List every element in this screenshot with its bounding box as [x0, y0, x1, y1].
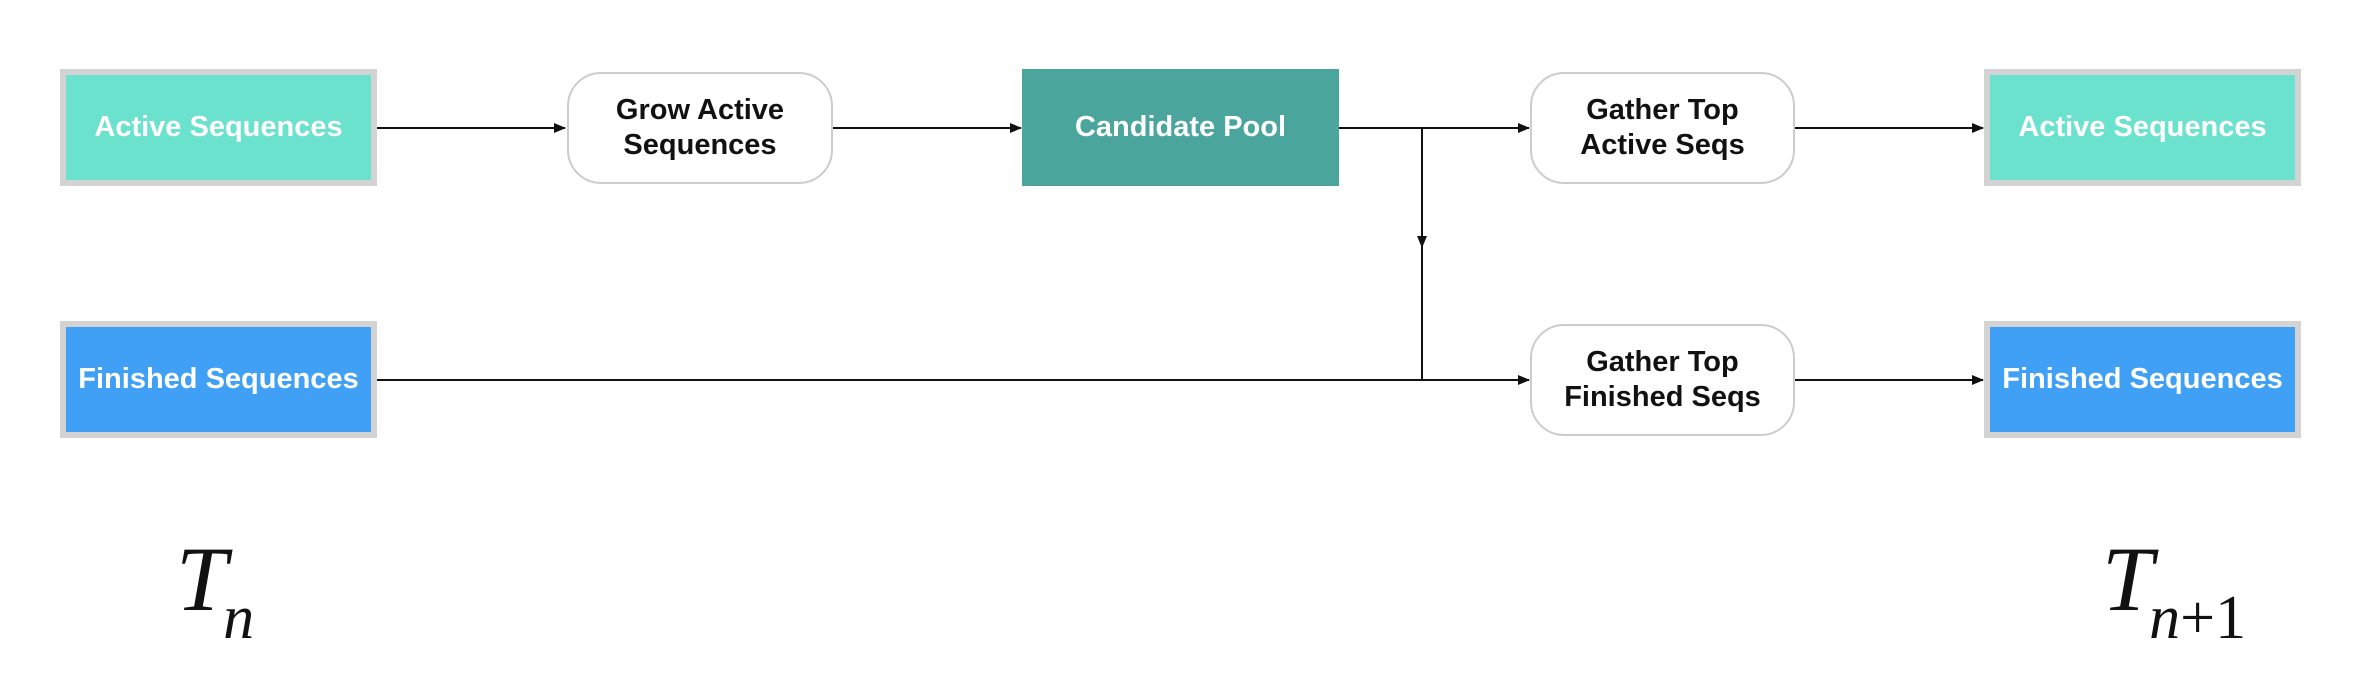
active-sequences-input: Active Sequences [60, 69, 377, 186]
active-sequences-output: Active Sequences [1984, 69, 2301, 186]
active-sequences-input-label: Active Sequences [94, 110, 343, 143]
time-label-next: Tn+1 [2102, 533, 2246, 649]
time-label-current-main: T [176, 528, 228, 630]
time-label-current: Tn [176, 533, 254, 649]
time-label-current-subscript: n [223, 584, 255, 652]
grow-active-sequences-label: Grow Active Sequences [615, 93, 785, 161]
gather-top-active-seqs-op: Gather Top Active Seqs [1530, 72, 1795, 184]
grow-active-sequences-op: Grow Active Sequences [567, 72, 833, 184]
gather-top-finished-seqs-label: Gather Top Finished Seqs [1564, 345, 1761, 413]
candidate-pool-label: Candidate Pool [1074, 110, 1287, 143]
candidate-pool: Candidate Pool [1022, 69, 1339, 186]
gather-top-finished-seqs-op: Gather Top Finished Seqs [1530, 324, 1795, 436]
finished-sequences-output-label: Finished Sequences [2002, 362, 2283, 395]
gather-top-active-seqs-label: Gather Top Active Seqs [1580, 93, 1745, 161]
time-label-next-subscript-increment: +1 [2180, 584, 2247, 652]
finished-sequences-output: Finished Sequences [1984, 321, 2301, 438]
time-label-next-main: T [2102, 528, 2154, 630]
finished-sequences-input-label: Finished Sequences [78, 362, 359, 395]
finished-sequences-input: Finished Sequences [60, 321, 377, 438]
time-label-next-subscript: n [2149, 584, 2181, 652]
active-sequences-output-label: Active Sequences [2018, 110, 2267, 143]
